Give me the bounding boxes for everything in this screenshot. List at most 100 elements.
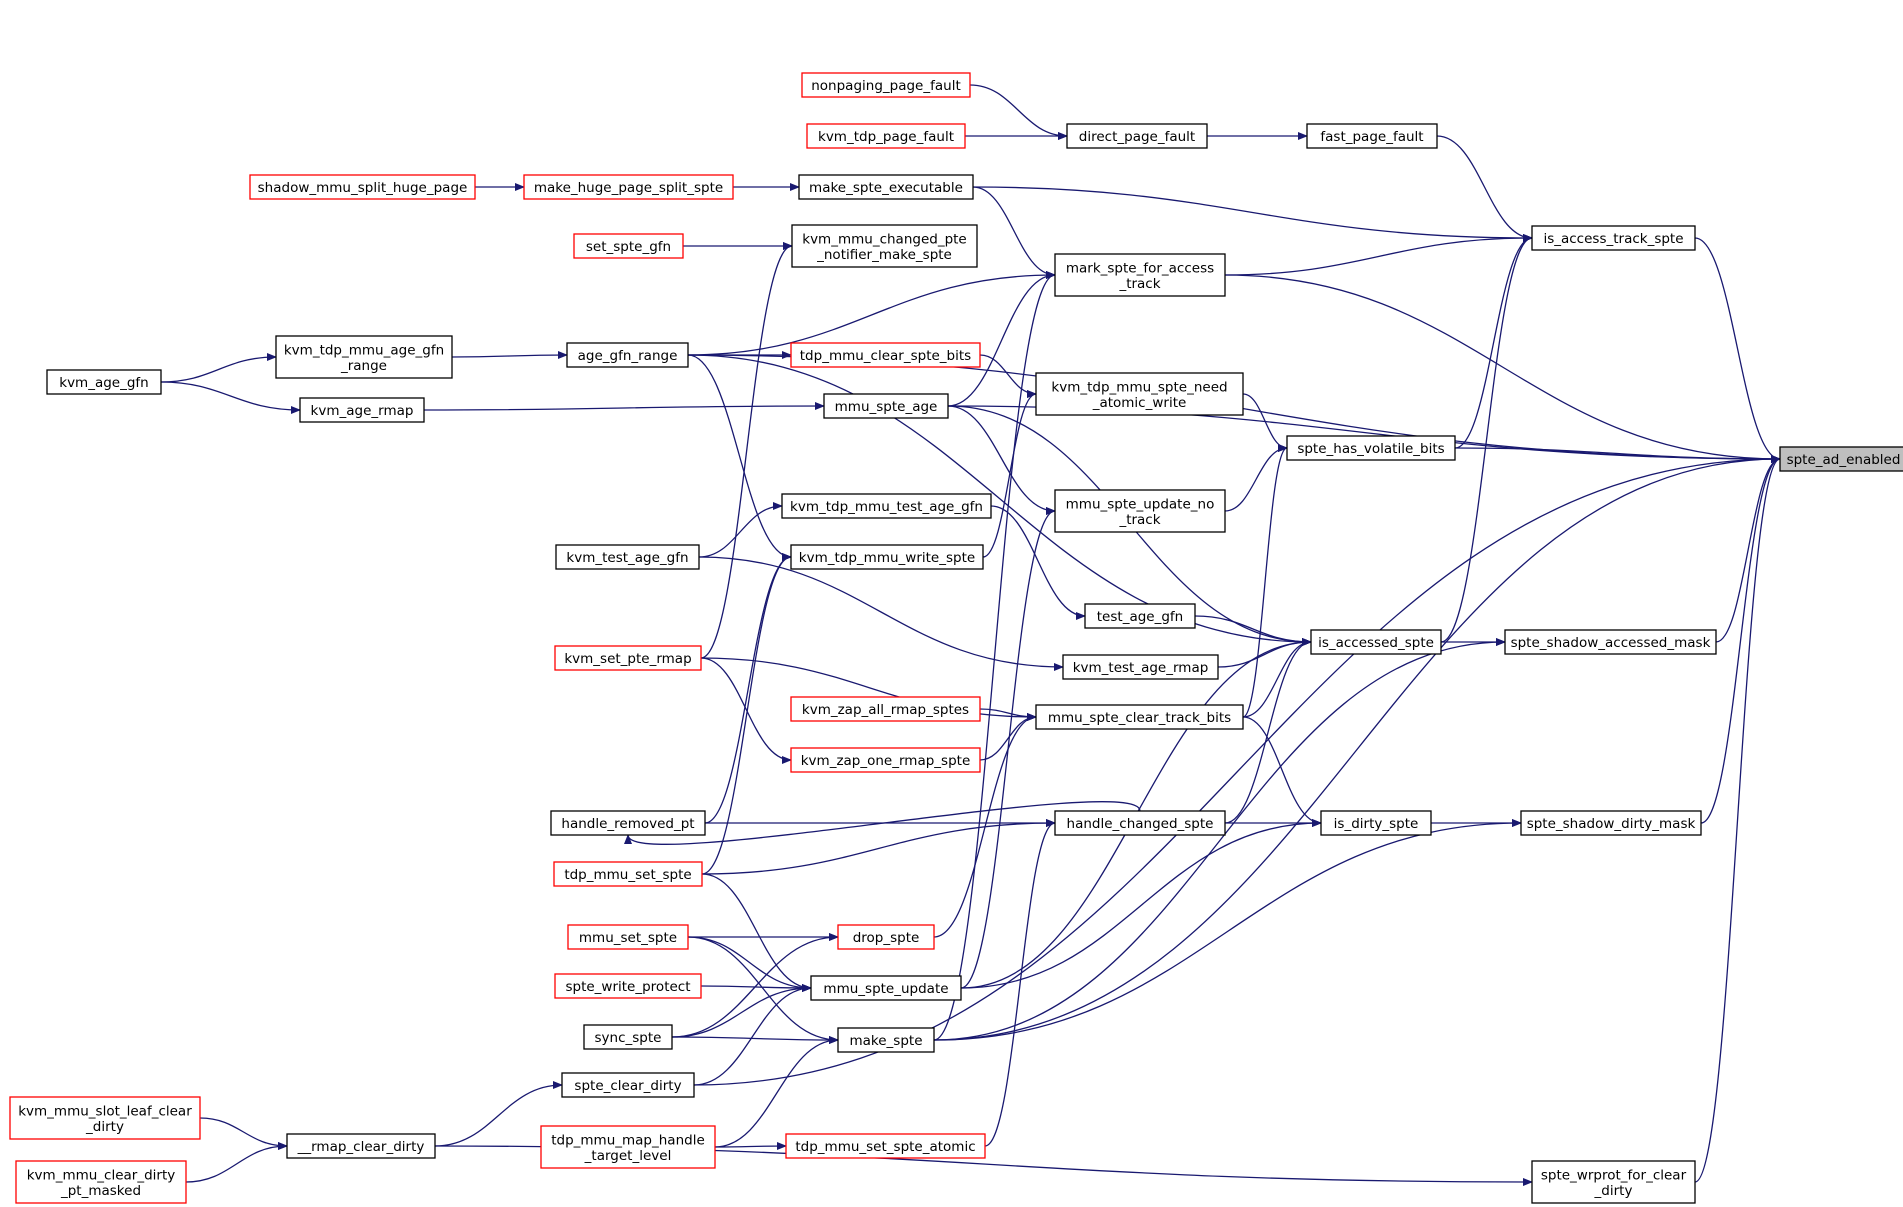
node-kvm-tdp-mmu-spte-need-atomic-write[interactable]: kvm_tdp_mmu_spte_need_atomic_write	[1035, 372, 1244, 416]
node-kvm-mmu-slot-leaf-clear-dirty[interactable]: kvm_mmu_slot_leaf_clear_dirty	[9, 1096, 201, 1140]
node-mmu-spte-update[interactable]: mmu_spte_update	[810, 975, 962, 1001]
node-label: kvm_mmu_clear_dirty	[27, 1167, 176, 1183]
node-spte-clear-dirty[interactable]: spte_clear_dirty	[561, 1072, 695, 1098]
node-label: mark_spte_for_access	[1066, 260, 1214, 276]
node-box	[275, 335, 453, 379]
node-box	[1520, 810, 1702, 836]
call-edge-kvm_tdp_mmu_write_spte-to-kvm_tdp_mmu_spte_need_atomic_write	[982, 390, 1037, 558]
call-edge-is_access_track_spte-to-spte_ad_enabled	[1694, 237, 1781, 463]
node-kvm-zap-all-rmap-sptes[interactable]: kvm_zap_all_rmap_sptes	[790, 696, 981, 722]
node-test-age-gfn[interactable]: test_age_gfn	[1084, 603, 1196, 629]
call-edge-spte_clear_dirty-to-mmu_spte_update	[693, 984, 812, 1086]
node-box	[1320, 810, 1432, 836]
node-box	[1035, 704, 1244, 730]
node-kvm-mmu-clear-dirty-pt-masked[interactable]: kvm_mmu_clear_dirty_pt_masked	[15, 1160, 187, 1204]
node-label: kvm_age_rmap	[311, 403, 414, 419]
node-box	[566, 342, 689, 368]
node-box	[249, 174, 476, 200]
node-kvm-age-rmap[interactable]: kvm_age_rmap	[299, 397, 425, 423]
node-label: _dirty	[85, 1119, 124, 1135]
node-kvm-tdp-mmu-test-age-gfn[interactable]: kvm_tdp_mmu_test_age_gfn	[781, 493, 992, 519]
node-spte-write-protect[interactable]: spte_write_protect	[554, 973, 702, 999]
node-box	[550, 810, 706, 836]
node-label: __rmap_clear_dirty	[297, 1139, 425, 1155]
node-fast-page-fault[interactable]: fast_page_fault	[1306, 123, 1438, 149]
call-edge-kvm_test_age_gfn-to-kvm_test_age_rmap	[698, 556, 1064, 671]
node-label: mmu_spte_update	[823, 981, 948, 997]
node-kvm-set-pte-rmap[interactable]: kvm_set_pte_rmap	[554, 645, 702, 671]
node-spte-ad-enabled[interactable]: spte_ad_enabled	[1779, 446, 1903, 472]
node-tdp-mmu-set-spte[interactable]: tdp_mmu_set_spte	[553, 861, 703, 887]
call-edge-make_spte-to-spte_shadow_dirty_mask	[933, 819, 1522, 1041]
node-label: handle_removed_pt	[561, 816, 694, 832]
node-label: spte_has_volatile_bits	[1297, 441, 1444, 457]
node-drop-spte[interactable]: drop_spte	[837, 924, 935, 950]
node-label: mmu_spte_age	[835, 399, 938, 415]
node-is-accessed-spte[interactable]: is_accessed_spte	[1310, 629, 1442, 655]
node-label: _pt_masked	[60, 1183, 141, 1199]
node-spte-shadow-dirty-mask[interactable]: spte_shadow_dirty_mask	[1520, 810, 1702, 836]
node-mmu-spte-update-no-track[interactable]: mmu_spte_update_no_track	[1054, 489, 1226, 533]
node-box	[785, 1133, 986, 1159]
node-label: is_dirty_spte	[1334, 816, 1419, 832]
node-kvm-age-gfn[interactable]: kvm_age_gfn	[46, 369, 162, 395]
node-tdp-mmu-set-spte-atomic[interactable]: tdp_mmu_set_spte_atomic	[785, 1133, 986, 1159]
node-make-huge-page-split-spte[interactable]: make_huge_page_split_spte	[523, 174, 734, 200]
node-label: kvm_set_pte_rmap	[564, 651, 691, 667]
node-is-dirty-spte[interactable]: is_dirty_spte	[1320, 810, 1432, 836]
node-mmu-set-spte[interactable]: mmu_set_spte	[567, 924, 689, 950]
node-label: tdp_mmu_set_spte_atomic	[795, 1139, 975, 1155]
node-box	[523, 174, 734, 200]
node-label: shadow_mmu_split_huge_page	[258, 180, 468, 196]
node-box	[781, 493, 992, 519]
node-kvm-test-age-rmap[interactable]: kvm_test_age_rmap	[1062, 654, 1219, 680]
node-direct-page-fault[interactable]: direct_page_fault	[1066, 123, 1208, 149]
node-label: _track	[1118, 276, 1160, 292]
node-mmu-spte-clear-track-bits[interactable]: mmu_spte_clear_track_bits	[1035, 704, 1244, 730]
node-tdp-mmu-clear-spte-bits[interactable]: tdp_mmu_clear_spte_bits	[790, 342, 981, 368]
node-spte-has-volatile-bits[interactable]: spte_has_volatile_bits	[1286, 435, 1456, 461]
node-kvm-test-age-gfn[interactable]: kvm_test_age_gfn	[555, 544, 700, 570]
node-is-access-track-spte[interactable]: is_access_track_spte	[1531, 225, 1696, 251]
node---rmap-clear-dirty[interactable]: __rmap_clear_dirty	[286, 1133, 436, 1159]
call-edge-kvm_set_pte_rmap-to-kvm_mmu_changed_pte_notifier_make_spte	[700, 242, 793, 659]
node-box	[810, 975, 962, 1001]
node-sync-spte[interactable]: sync_spte	[583, 1024, 673, 1050]
node-kvm-tdp-mmu-write-spte[interactable]: kvm_tdp_mmu_write_spte	[790, 544, 984, 570]
call-edge-kvm_tdp_mmu_test_age_gfn-to-test_age_gfn	[990, 505, 1086, 620]
node-mark-spte-for-access-track[interactable]: mark_spte_for_access_track	[1054, 253, 1226, 297]
call-edge-nonpaging_page_fault-to-direct_page_fault	[969, 84, 1068, 140]
node-label: is_access_track_spte	[1543, 231, 1683, 247]
node-box	[791, 224, 978, 268]
call-edge-spte_has_volatile_bits-to-is_access_track_spte	[1454, 234, 1533, 449]
node-set-spte-gfn[interactable]: set_spte_gfn	[573, 233, 684, 259]
node-handle-removed-pt[interactable]: handle_removed_pt	[550, 810, 706, 836]
node-box	[1054, 253, 1226, 297]
node-label: mmu_spte_update_no	[1066, 496, 1215, 512]
call-edge-kvm_mmu_slot_leaf_clear_dirty-to-__rmap_clear_dirty	[199, 1117, 288, 1150]
node-spte-wrprot-for-clear-dirty[interactable]: spte_wrprot_for_clear_dirty	[1531, 1160, 1696, 1204]
node-tdp-mmu-map-handle-target-level[interactable]: tdp_mmu_map_handle_target_level	[540, 1125, 716, 1169]
node-make-spte-executable[interactable]: make_spte_executable	[798, 174, 974, 200]
nodes-layer: spte_ad_enabled is_access_track_spte fast_…	[9, 72, 1903, 1204]
call-edge-mmu_spte_update-to-is_dirty_spte	[960, 819, 1322, 989]
node-kvm-zap-one-rmap-spte[interactable]: kvm_zap_one_rmap_spte	[790, 747, 981, 773]
node-mmu-spte-age[interactable]: mmu_spte_age	[823, 393, 949, 419]
node-age-gfn-range[interactable]: age_gfn_range	[566, 342, 689, 368]
call-edge-handle_changed_spte-to-is_accessed_spte	[1224, 638, 1312, 824]
node-label: kvm_mmu_changed_pte	[802, 231, 967, 247]
call-edge-sync_spte-to-make_spte	[671, 1035, 839, 1044]
node-kvm-tdp-mmu-age-gfn-range[interactable]: kvm_tdp_mmu_age_gfn_range	[275, 335, 453, 379]
node-label: make_huge_page_split_spte	[534, 180, 723, 196]
node-label: make_spte_executable	[809, 180, 963, 196]
node-label: sync_spte	[595, 1030, 662, 1046]
node-shadow-mmu-split-huge-page[interactable]: shadow_mmu_split_huge_page	[249, 174, 476, 200]
node-nonpaging-page-fault[interactable]: nonpaging_page_fault	[801, 72, 971, 98]
node-handle-changed-spte[interactable]: handle_changed_spte	[1054, 810, 1226, 836]
node-spte-shadow-accessed-mask[interactable]: spte_shadow_accessed_mask	[1504, 629, 1717, 655]
node-kvm-tdp-page-fault[interactable]: kvm_tdp_page_fault	[806, 123, 966, 149]
node-make-spte[interactable]: make_spte	[837, 1027, 935, 1053]
node-box	[540, 1125, 716, 1169]
node-box	[1306, 123, 1438, 149]
node-kvm-mmu-changed-pte-notifier-make-spte[interactable]: kvm_mmu_changed_pte_notifier_make_spte	[791, 224, 978, 268]
